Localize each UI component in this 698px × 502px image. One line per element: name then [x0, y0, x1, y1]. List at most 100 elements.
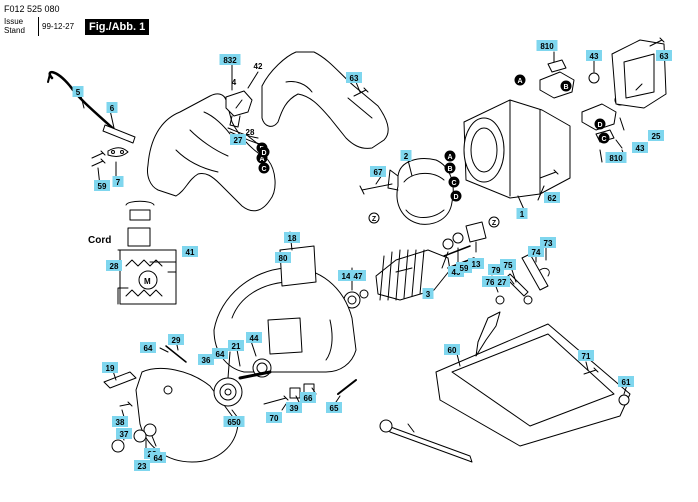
- part-callout-27: 27: [494, 276, 510, 287]
- part-callout-5: 5: [72, 86, 84, 97]
- callout-number: 810: [609, 154, 623, 163]
- part-callout-44: 44: [246, 332, 262, 343]
- cord-label: Cord: [88, 235, 111, 246]
- part-callout-70: 70: [266, 412, 282, 423]
- callout-highlight: [346, 72, 362, 83]
- callout-highlight: [150, 452, 166, 463]
- callout-number: 4: [232, 78, 237, 87]
- callout-highlight: [528, 246, 544, 257]
- callout-highlight: [275, 252, 291, 263]
- part-callout-1: 1: [516, 208, 528, 219]
- callout-highlight: [134, 460, 150, 471]
- callout-highlight: [212, 348, 228, 359]
- callout-highlight: [350, 270, 366, 281]
- callout-highlight: [500, 259, 516, 270]
- callout-number: 21: [232, 342, 241, 351]
- callout-highlight: [106, 102, 118, 113]
- guard-screw-41: [165, 345, 187, 363]
- part-callout-64: 64: [140, 342, 156, 353]
- callout-highlight: [116, 428, 132, 439]
- part-callout-71: 71: [578, 350, 594, 361]
- nut-79: [523, 295, 533, 305]
- brush-holder-upper: [539, 71, 575, 99]
- part-callout-3: 3: [422, 288, 434, 299]
- callout-number: 67: [374, 168, 383, 177]
- connector-marker-a: A: [444, 150, 456, 162]
- part-callout-79: 79: [488, 264, 504, 275]
- callout-highlight: [168, 334, 184, 345]
- field-coil: [396, 158, 454, 225]
- document-code: F012 525 080: [4, 4, 60, 14]
- washer-59: [452, 232, 464, 244]
- callout-number: 29: [172, 336, 181, 345]
- callout-highlight: [516, 208, 528, 219]
- callout-highlight: [182, 246, 198, 257]
- armature: [375, 249, 451, 301]
- part-callout-43: 43: [632, 142, 648, 153]
- callout-highlight: [72, 86, 84, 97]
- callout-number: 73: [544, 239, 553, 248]
- callout-highlight: [94, 180, 110, 191]
- figure-label: Fig./Abb. 1: [85, 19, 150, 35]
- callout-highlight: [266, 412, 282, 423]
- lever-74: [521, 253, 549, 291]
- callout-number: 28: [246, 128, 255, 137]
- field-screw: [359, 183, 393, 195]
- connector-marker-c: C: [258, 162, 270, 174]
- connector-marker-c: C: [448, 176, 460, 188]
- callout-highlight: [536, 40, 558, 51]
- callout-highlight: [422, 288, 434, 299]
- brush-holder-lower: [581, 103, 617, 131]
- cord-screw-upper: [91, 150, 106, 159]
- callout-number: 36: [202, 356, 211, 365]
- callout-number: 19: [106, 364, 115, 373]
- callout-highlight: [618, 376, 634, 387]
- blade-flange: [213, 377, 243, 407]
- callout-number: 6: [110, 104, 115, 113]
- callout-highlight: [300, 392, 316, 403]
- lower-blade-guard: [135, 368, 239, 463]
- knob-71: [618, 394, 630, 406]
- housing-long-screw: [539, 169, 559, 179]
- part-callout-39: 39: [286, 402, 302, 413]
- connector-circle: [594, 118, 606, 130]
- callout-number: 37: [120, 430, 129, 439]
- connector-marker-d: D: [450, 190, 462, 202]
- callout-highlight: [482, 276, 498, 287]
- connector-circle: [450, 190, 462, 202]
- callout-highlight: [444, 344, 460, 355]
- callout-highlight: [488, 264, 504, 275]
- connector-marker-d: D: [258, 146, 270, 158]
- part-callout-25: 25: [648, 130, 664, 141]
- callout-highlight: [284, 232, 300, 243]
- part-callout-62: 62: [544, 192, 560, 203]
- connector-marker-d: D: [594, 118, 606, 130]
- connector-circle: [560, 80, 572, 92]
- callout-number: 42: [254, 62, 263, 71]
- part-callout-60: 60: [444, 344, 460, 355]
- connector-layer: ABCDABCDABCDZZ: [256, 74, 610, 228]
- callout-highlight: [456, 262, 472, 273]
- callout-number: 18: [288, 234, 297, 243]
- motor-symbol-label: M: [144, 277, 151, 286]
- callout-number: 65: [330, 404, 339, 413]
- part-callout-28: 28: [246, 128, 255, 137]
- callout-number: 3: [426, 290, 431, 299]
- part-callout-6: 6: [106, 102, 118, 113]
- callout-highlight: [112, 176, 124, 187]
- part-callout-13: 13: [468, 258, 484, 269]
- callout-highlight: [338, 270, 354, 281]
- part-callout-41: 41: [182, 246, 198, 257]
- connector-letter: D: [597, 122, 602, 129]
- part-callout-7: 7: [112, 176, 124, 187]
- part-callout-63: 63: [656, 50, 672, 61]
- handle-right-half: [261, 51, 389, 149]
- part-callout-59: 59: [456, 262, 472, 273]
- callout-highlight: [223, 416, 245, 427]
- connector-letter: C: [261, 166, 266, 173]
- guard-lever-44: [103, 371, 137, 389]
- part-callout-66: 66: [300, 392, 316, 403]
- part-callout-21: 21: [228, 340, 244, 351]
- stand-label: Stand: [4, 26, 25, 35]
- callout-number: 1: [520, 210, 525, 219]
